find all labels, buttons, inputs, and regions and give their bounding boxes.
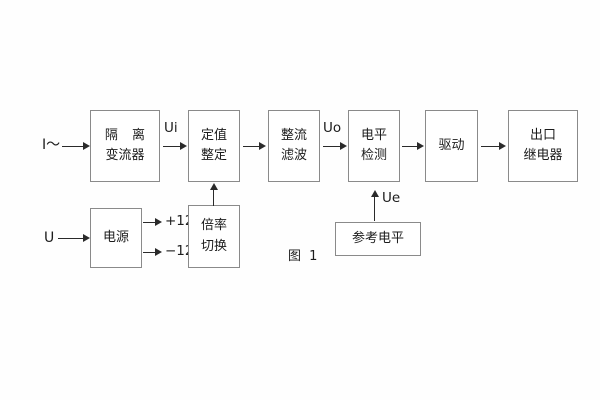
block-multiplier-switch[interactable]: 倍率 切换	[188, 205, 240, 268]
setting-to-rectify-line	[243, 146, 260, 147]
block-driver[interactable]: 驱动	[425, 110, 478, 182]
block-multiplier-switch-line-1: 倍率	[200, 218, 227, 234]
block-rectify-filter[interactable]: 整流 滤波	[268, 110, 320, 182]
block-setting-value-line-1: 定值	[200, 127, 227, 143]
ui-label: Ui	[164, 120, 178, 136]
setting-to-rectify-arrowhead	[259, 142, 266, 150]
block-output-relay[interactable]: 出口 继电器	[508, 110, 578, 182]
block-reference-level-line-1: 参考电平	[351, 230, 404, 246]
block-power-supply[interactable]: 电源	[90, 208, 142, 268]
uo-label: Uo	[323, 120, 342, 136]
block-setting-value[interactable]: 定值 整定	[188, 110, 240, 182]
ui-connector-arrowhead	[180, 142, 187, 150]
reference-to-level-line	[374, 196, 375, 221]
ui-connector-line	[163, 146, 181, 147]
rail-positive-12v-line	[143, 222, 157, 223]
rail-negative-12v-line	[143, 252, 157, 253]
block-output-relay-line-1: 出口	[529, 127, 556, 143]
rail-negative-12v-arrowhead	[155, 248, 162, 256]
block-isolation-ct-line-2: 变流器	[105, 148, 145, 163]
block-rectify-filter-line-2: 滤波	[280, 148, 307, 163]
multiplier-to-setting-line	[213, 189, 214, 206]
figure-caption: 图 1	[288, 249, 320, 264]
block-isolation-ct[interactable]: 隔 离 变流器	[90, 110, 160, 182]
input-terminal-voltage-label: U	[44, 230, 55, 246]
block-reference-level[interactable]: 参考电平	[335, 222, 421, 256]
uo-connector-line	[323, 146, 341, 147]
block-level-detect[interactable]: 电平 检测	[348, 110, 400, 182]
block-power-supply-line-1: 电源	[102, 229, 129, 245]
block-level-detect-line-1: 电平	[360, 127, 387, 143]
input-terminal-current-label: I～	[42, 137, 61, 153]
input-voltage-arrowhead	[83, 234, 90, 242]
level-to-driver-line	[402, 146, 419, 147]
input-current-arrowhead	[83, 142, 90, 150]
block-driver-line-1: 驱动	[438, 137, 465, 153]
block-rectify-filter-line-1: 整流	[280, 127, 307, 143]
block-output-relay-line-2: 继电器	[523, 148, 563, 163]
reference-to-level-arrowhead	[371, 190, 379, 197]
input-current-line	[62, 146, 84, 147]
ue-label: Ue	[382, 190, 401, 206]
block-multiplier-switch-line-2: 切换	[200, 238, 227, 254]
block-level-detect-line-2: 检测	[360, 148, 387, 163]
block-setting-value-line-2: 整定	[200, 148, 227, 163]
block-isolation-ct-line-1: 隔 离	[104, 127, 151, 143]
multiplier-to-setting-arrowhead	[210, 183, 218, 190]
rail-positive-12v-arrowhead	[155, 218, 162, 226]
input-voltage-line	[58, 238, 84, 239]
driver-to-relay-line	[481, 146, 500, 147]
driver-to-relay-arrowhead	[499, 142, 506, 150]
uo-connector-arrowhead	[340, 142, 347, 150]
level-to-driver-arrowhead	[417, 142, 424, 150]
